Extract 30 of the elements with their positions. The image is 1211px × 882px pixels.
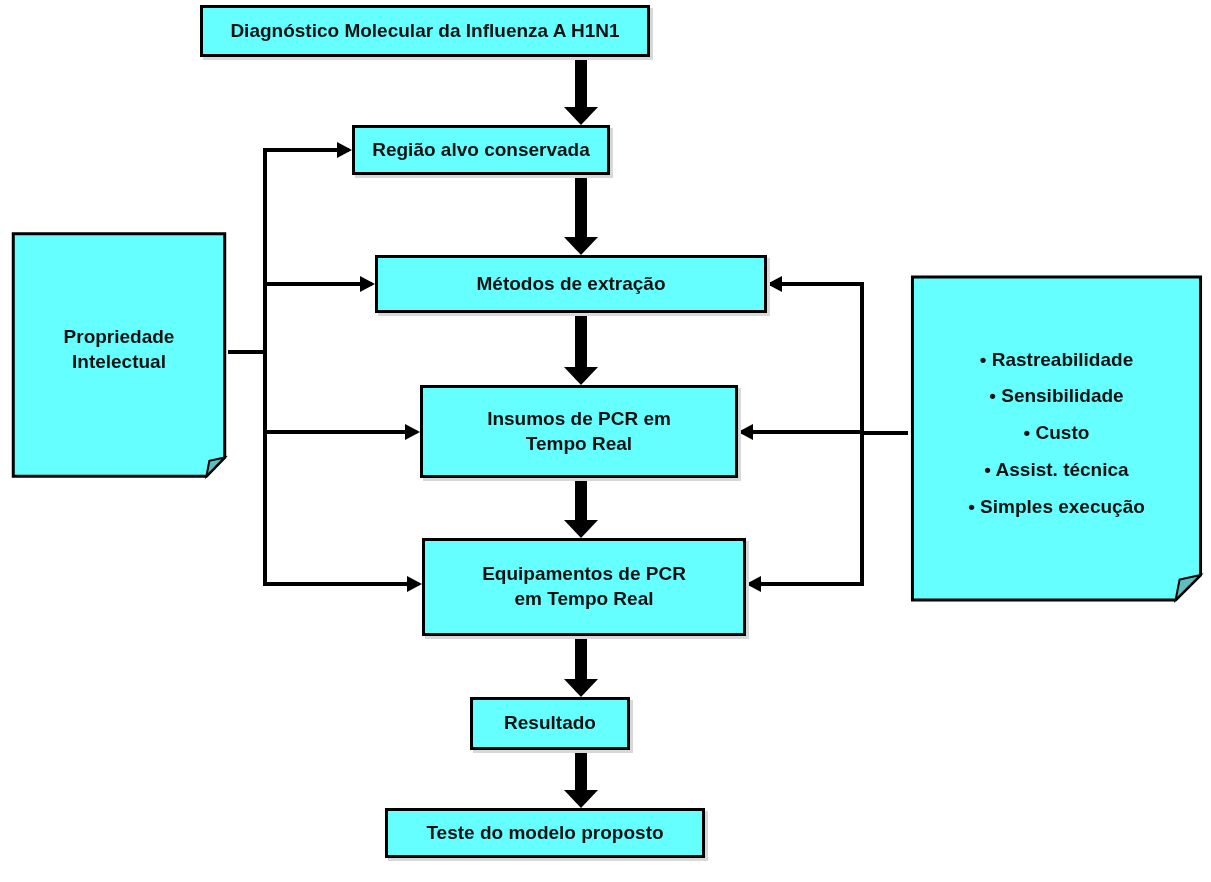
- block-arrow: [564, 175, 598, 255]
- process-box: [470, 697, 630, 750]
- node-label: Propriedade Intelectual: [62, 325, 176, 374]
- process-box: [422, 538, 746, 636]
- process-box: [200, 5, 650, 57]
- node-label: Resultado: [504, 711, 596, 736]
- block-arrow: [564, 750, 598, 808]
- node-label: • Rastreabilidade: [979, 347, 1134, 372]
- process-box: [375, 255, 767, 313]
- block-arrow: [564, 313, 598, 385]
- node-label: Métodos de extração: [476, 271, 666, 296]
- block-arrow: [564, 636, 598, 697]
- arrow: [746, 431, 908, 592]
- note-shape: [10, 230, 228, 480]
- block-arrow: [564, 478, 598, 538]
- process-box: [352, 125, 610, 175]
- arrow: [228, 350, 422, 592]
- node-label: • Custo: [1023, 421, 1090, 446]
- process-box: [420, 385, 738, 478]
- note-shape: [908, 272, 1205, 605]
- block-arrow: [564, 57, 598, 125]
- node-label: Insumos de PCR em Tempo Real: [486, 406, 672, 456]
- node-label: • Simples execução: [968, 494, 1145, 519]
- node-label: • Sensibilidade: [989, 384, 1124, 409]
- node-label: Equipamentos de PCR em Tempo Real: [481, 562, 687, 611]
- node-label: Região alvo conservada: [372, 137, 590, 162]
- node-label: Teste do modelo proposto: [426, 820, 664, 845]
- node-label: • Assist. técnica: [984, 457, 1129, 482]
- node-label: Diagnóstico Molecular da Influenza A H1N1: [230, 18, 620, 43]
- process-box: [385, 808, 705, 858]
